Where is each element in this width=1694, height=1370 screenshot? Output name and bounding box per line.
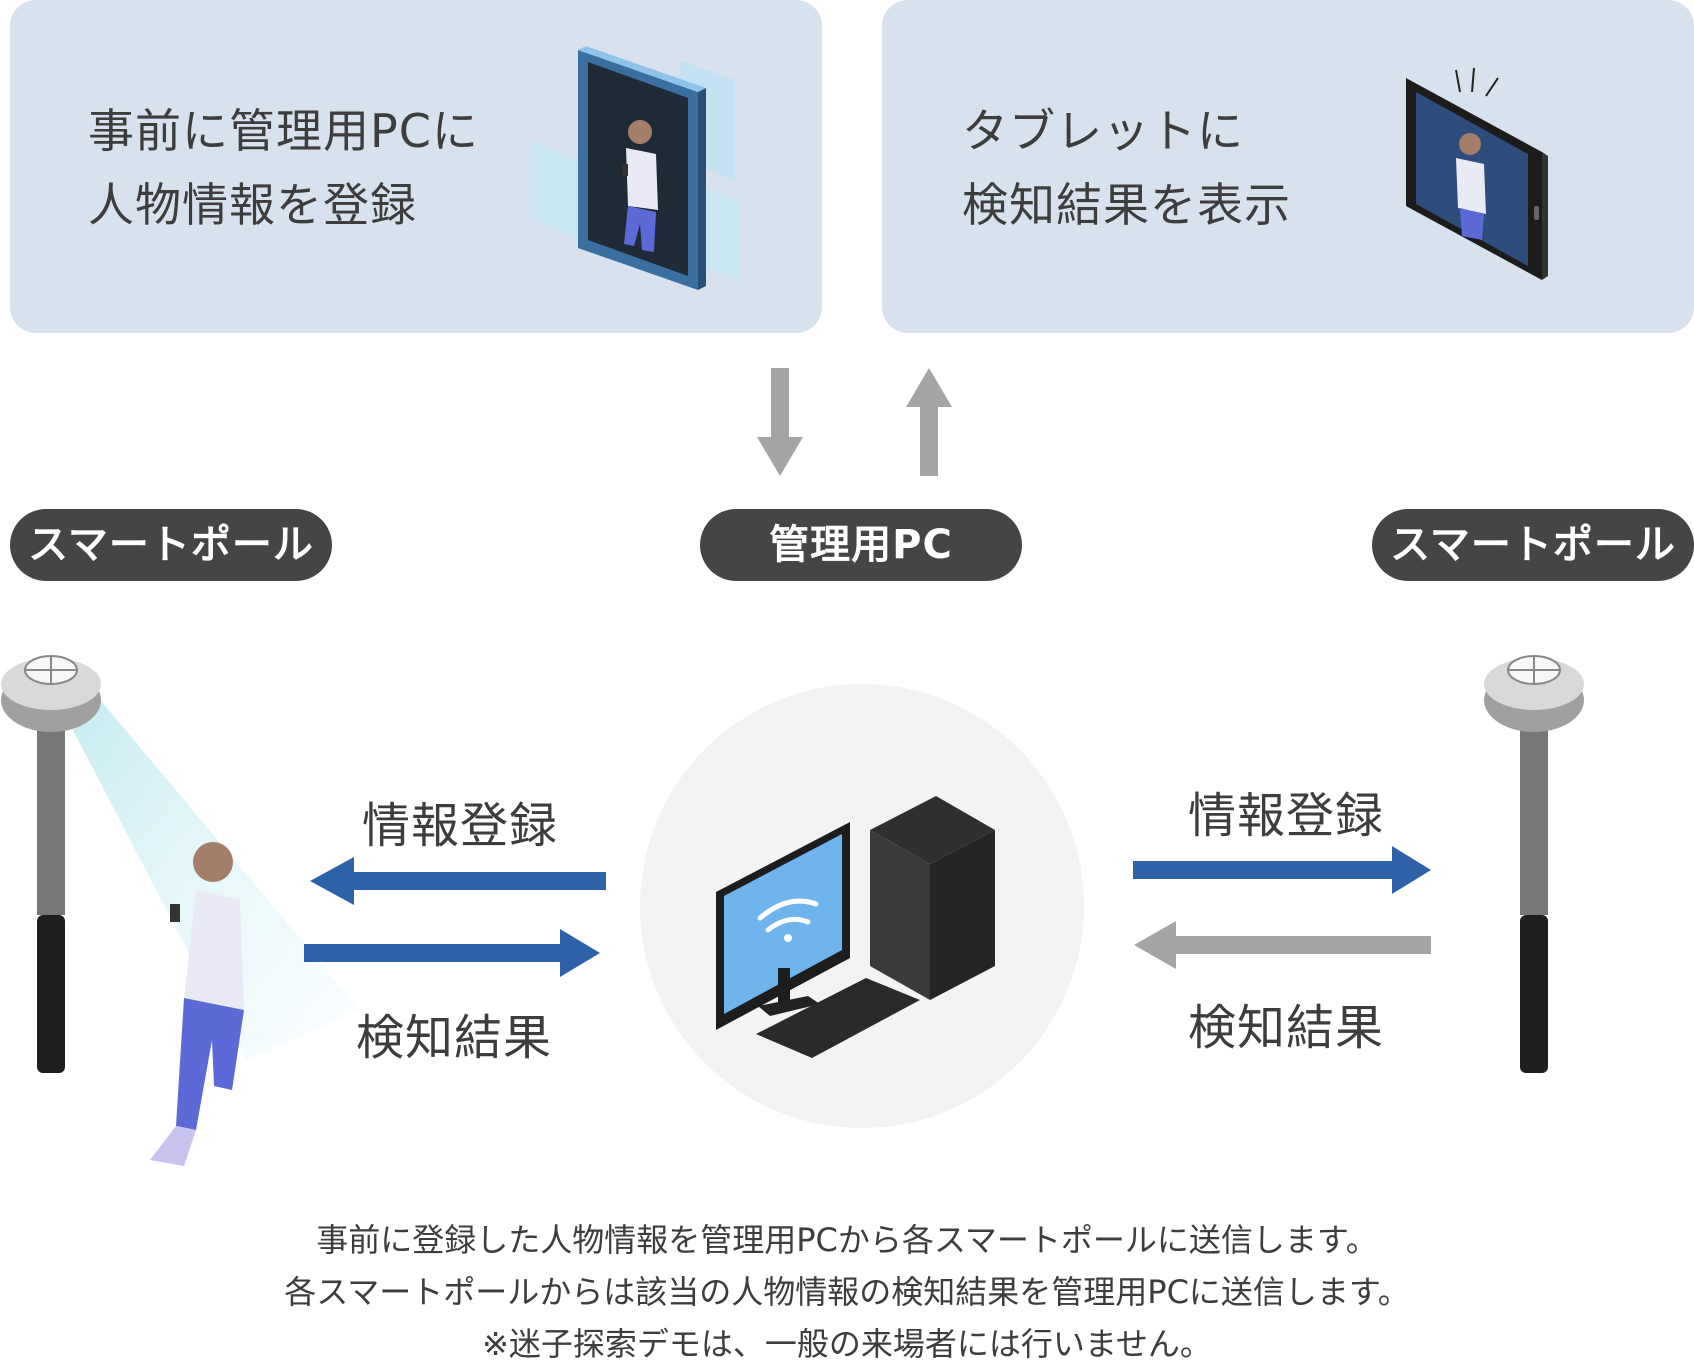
flow-label-result-right: 検知結果 [1188,1000,1385,1056]
caption-line-2: 各スマートポールからは該当の人物情報の検知結果を管理用PCに送信します。 [284,1273,1410,1311]
computer-icon [716,796,995,1058]
panel-register-text: 事前に管理用PCに 人物情報を登録 [88,94,479,242]
flow-label-result-left: 検知結果 [356,1010,553,1066]
panel-display-line-2: 検知結果を表示 [962,178,1291,232]
smart-pole-icon [1484,655,1584,1073]
label-smart-pole-right: スマートポール [1372,509,1694,581]
caption: 事前に登録した人物情報を管理用PCから各スマートポールに送信します。 各スマート… [0,1214,1694,1370]
caption-line-1: 事前に登録した人物情報を管理用PCから各スマートポールに送信します。 [316,1221,1378,1259]
panel-register: 事前に管理用PCに 人物情報を登録 [10,0,822,333]
caption-line-3: ※迷子探索デモは、一般の来場者には行いません。 [482,1325,1212,1363]
flow-label-info-right: 情報登録 [1188,788,1385,844]
flow-label-info-left: 情報登録 [362,798,559,854]
arrow-result-from-right-pole [1134,921,1431,969]
smart-pole-icon [1,655,360,1073]
pc-background-circle [640,684,1084,1128]
label-smart-pole-left: スマートポール [10,509,332,581]
tablet-icon [1406,67,1548,280]
panel-display-line-1: タブレットに [962,104,1244,158]
arrow-info-to-right-pole [1133,846,1431,894]
arrow-result-from-left-pole [304,929,600,977]
arrow-info-to-left-pole [310,857,606,905]
label-management-pc: 管理用PC [700,509,1022,581]
arrow-down-to-pc [757,368,803,476]
arrow-up-from-pc [906,368,952,476]
person-icon [150,842,244,1166]
panel-register-line-2: 人物情報を登録 [88,178,417,232]
panel-display-text: タブレットに 検知結果を表示 [962,94,1291,242]
wifi-icon [757,898,819,942]
panel-display: タブレットに 検知結果を表示 [882,0,1694,333]
panel-register-line-1: 事前に管理用PCに [88,104,479,158]
registration-screen-icon [530,46,740,290]
